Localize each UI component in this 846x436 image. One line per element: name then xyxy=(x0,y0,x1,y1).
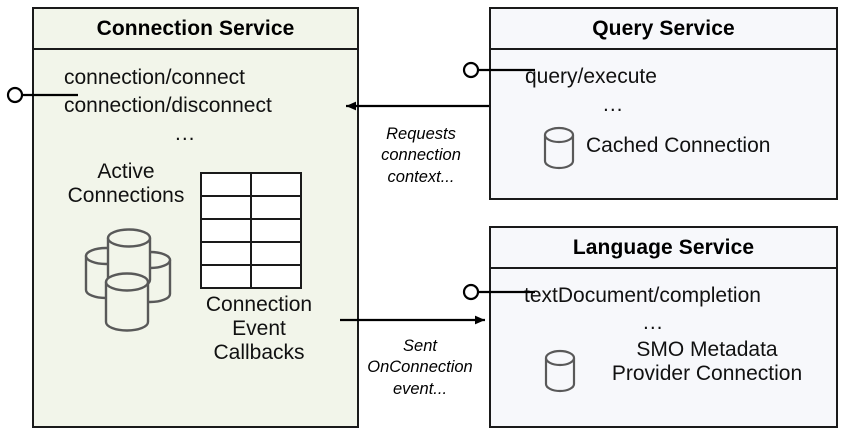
language-service-title: Language Service xyxy=(491,228,836,269)
edge-label-line3: context... xyxy=(387,167,455,186)
edge-label-line1: Sent xyxy=(403,337,437,355)
language-service-lollipop-interface-icon[interactable] xyxy=(462,283,535,301)
smo-metadata-line2: Provider Connection xyxy=(611,361,803,385)
connection-service-lollipop-interface-icon[interactable] xyxy=(6,86,78,104)
database-cylinder-icon-svg xyxy=(544,349,576,393)
connection-event-callbacks-line2: Event xyxy=(232,316,286,340)
edge-label-line2: connection xyxy=(381,146,461,165)
edge-label-line3: event... xyxy=(392,379,448,398)
smo-metadata-provider-cylinder-icon xyxy=(543,347,577,395)
cached-connection-cylinder-icon xyxy=(542,124,576,172)
connection-service-body: connection/connect connection/disconnect… xyxy=(34,50,357,428)
language-service-operation-0[interactable]: textDocument/completion xyxy=(524,284,761,307)
query-service-lollipop-interface-icon[interactable] xyxy=(462,61,535,79)
database-cluster-icon xyxy=(52,228,202,338)
query-service-component[interactable]: Query Service query/execute ... Cached C… xyxy=(489,7,838,200)
edge-label-line2: OnConnection xyxy=(367,358,473,377)
cached-connection-label-text: Cached Connection xyxy=(586,134,771,157)
edge-connection-to-language-label: Sent OnConnection event... xyxy=(355,336,485,400)
cached-connection-label: Cached Connection xyxy=(586,134,816,158)
connection-service-operation-1[interactable]: connection/disconnect xyxy=(64,94,272,117)
query-service-operation-0[interactable]: query/execute xyxy=(525,65,657,88)
connection-event-callbacks-label: Connection Event Callbacks xyxy=(184,293,334,365)
active-connections-label-line2: Connections xyxy=(67,183,185,207)
table-grid-icon-svg xyxy=(200,172,302,289)
table-grid-icon xyxy=(200,172,308,290)
query-service-ellipsis: ... xyxy=(603,93,624,116)
query-service-body: query/execute ... Cached Connection xyxy=(491,50,836,200)
language-service-ellipsis: ... xyxy=(643,311,664,334)
language-service-body: textDocument/completion ... SMO Metadata… xyxy=(491,269,836,428)
connection-service-title: Connection Service xyxy=(34,9,357,50)
smo-metadata-line1: SMO Metadata xyxy=(636,338,778,361)
database-cluster-icon-svg xyxy=(84,228,172,332)
smo-metadata-provider-connection-label: SMO Metadata Provider Connection xyxy=(587,338,827,386)
edge-label-line1: Requests xyxy=(386,125,456,143)
connection-service-operation-0[interactable]: connection/connect xyxy=(64,66,245,89)
language-service-component[interactable]: Language Service textDocument/completion… xyxy=(489,226,838,428)
query-service-title: Query Service xyxy=(491,9,836,50)
connection-service-component[interactable]: Connection Service connection/connect co… xyxy=(32,7,359,428)
edge-query-to-connection-label: Requests connection context... xyxy=(366,124,476,188)
active-connections-label-line1: Active xyxy=(97,160,155,183)
connection-event-callbacks-line3: Callbacks xyxy=(213,340,305,364)
database-cylinder-icon-svg xyxy=(543,126,575,170)
connection-event-callbacks-line1: Connection xyxy=(205,293,313,316)
active-connections-label: Active Connections xyxy=(46,160,206,208)
connection-service-ellipsis: ... xyxy=(175,122,196,145)
